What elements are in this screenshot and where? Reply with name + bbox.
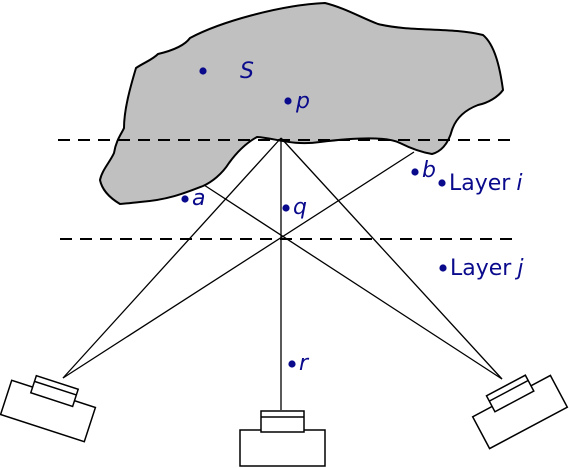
camera-right-icon — [471, 374, 569, 450]
dot-s — [199, 67, 207, 75]
label-layer-i-index: i — [516, 171, 522, 196]
rays — [62, 137, 503, 410]
camera-center-icon — [239, 410, 326, 467]
dot-q — [282, 204, 290, 212]
dot-layer-i — [438, 179, 446, 187]
label-point-r: r — [299, 351, 310, 376]
dot-a — [181, 195, 189, 203]
label-point-b: b — [422, 158, 436, 183]
ray-left-to-p — [62, 137, 282, 379]
label-point-p: p — [295, 89, 310, 114]
dot-p — [284, 97, 292, 105]
label-layer-j-index: j — [514, 256, 524, 281]
camera-left-icon — [0, 374, 97, 443]
ray-right-to-a — [203, 184, 503, 380]
label-layer-j-word: Layer — [450, 256, 512, 281]
label-point-q: q — [293, 195, 307, 220]
dot-layer-j — [439, 264, 447, 272]
dot-r — [288, 360, 296, 368]
dot-b — [411, 168, 419, 176]
label-point-a: a — [192, 186, 205, 211]
label-surface-s: S — [240, 59, 254, 84]
ray-right-to-p — [280, 137, 503, 380]
label-layer-i-word: Layer — [449, 171, 511, 196]
point-markers — [181, 67, 447, 368]
ray-left-to-b — [62, 151, 415, 379]
